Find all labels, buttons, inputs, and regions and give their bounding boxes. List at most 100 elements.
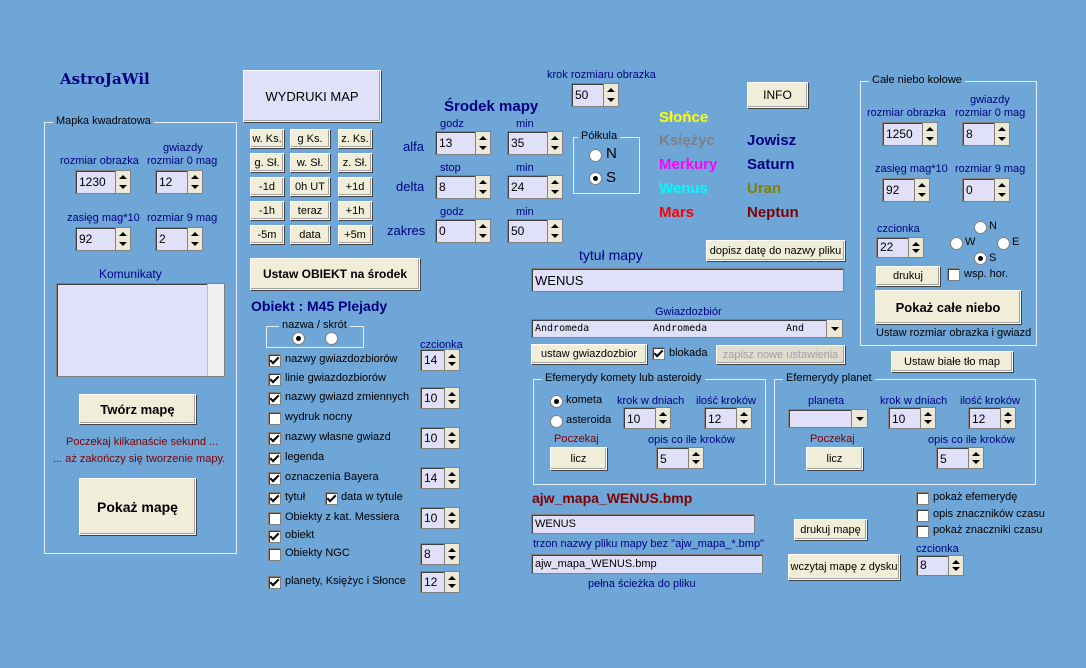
planet-count-spinner[interactable]: 12	[968, 407, 1016, 429]
option-checkbox-1[interactable]	[268, 354, 281, 367]
print-grid-button-13[interactable]: -5m	[250, 225, 284, 244]
print-grid-button-12[interactable]: +1h	[338, 201, 372, 220]
option-font-spinner-7[interactable]: 14	[420, 467, 460, 489]
option-font-spinner-5[interactable]: 10	[420, 427, 460, 449]
set-constellation-button[interactable]: ustaw gwiazdozbior	[531, 344, 647, 364]
option-checkbox-2[interactable]	[268, 373, 281, 386]
map-title-field[interactable]: WENUS	[531, 268, 844, 292]
print-grid-button-2[interactable]: g Ks.	[290, 129, 330, 148]
option-checkbox-6[interactable]	[268, 452, 281, 465]
sky-stars0-spinner[interactable]: 8	[962, 122, 1010, 146]
dir-s-radio[interactable]	[974, 252, 987, 265]
sky-stars9-spinner[interactable]: 0	[962, 178, 1010, 202]
zakres-godz-spinner[interactable]: 0	[435, 219, 491, 243]
planet-calc-button[interactable]: licz	[806, 447, 863, 470]
zakres-label: zakres	[387, 223, 426, 238]
center-object-button[interactable]: Ustaw OBIEKT na środek	[250, 258, 420, 290]
comet-step-spinner[interactable]: 10	[623, 407, 671, 429]
print-grid-button-14[interactable]: data	[290, 225, 330, 244]
option-font-spinner-1[interactable]: 14	[420, 349, 460, 371]
option-font-spinner-9[interactable]: 10	[420, 507, 460, 529]
sky-range-spinner[interactable]: 92	[882, 178, 930, 202]
range-spinner[interactable]: 92	[75, 227, 131, 251]
comet-radio[interactable]	[550, 395, 563, 408]
print-grid-button-11[interactable]: teraz	[290, 201, 330, 220]
size-spinner[interactable]: 1230	[75, 170, 131, 194]
path-field[interactable]: ajw_mapa_WENUS.bmp	[531, 554, 763, 574]
option-checkbox-8[interactable]	[268, 492, 281, 505]
name-radio[interactable]	[292, 332, 305, 345]
print-grid-button-15[interactable]: +5m	[338, 225, 372, 244]
option-checkbox-11[interactable]	[268, 548, 281, 561]
stars9-spinner[interactable]: 2	[155, 227, 203, 251]
print-grid-button-9[interactable]: +1d	[338, 177, 372, 196]
stars0-spinner[interactable]: 12	[155, 170, 203, 194]
dir-e-radio[interactable]	[997, 237, 1010, 250]
comet-count-spinner[interactable]: 12	[704, 407, 752, 429]
option-checkbox-5[interactable]	[268, 432, 281, 445]
step-size-spinner[interactable]: 50	[571, 83, 619, 107]
save-settings-button[interactable]: zapisz nowe ustawienia	[716, 345, 845, 364]
dir-w-radio[interactable]	[950, 237, 963, 250]
print-grid-button-1[interactable]: w. Ks.	[250, 129, 284, 148]
alfa-min-spinner[interactable]: 35	[507, 131, 563, 155]
option-font-spinner-12[interactable]: 12	[420, 571, 460, 593]
zakres-min-spinner[interactable]: 50	[507, 219, 563, 243]
create-map-button[interactable]: Twórz mapę	[79, 394, 196, 424]
messages-scrollbar[interactable]	[207, 284, 224, 376]
white-bg-button[interactable]: Ustaw białe tło map	[891, 351, 1013, 372]
print-grid-button-7[interactable]: -1d	[250, 177, 284, 196]
option-checkbox-12[interactable]	[268, 576, 281, 589]
print-grid-button-10[interactable]: -1h	[250, 201, 284, 220]
dir-n-radio[interactable]	[974, 221, 987, 234]
print-grid-button-8[interactable]: 0h UT	[290, 177, 330, 196]
chevron-down-icon[interactable]	[851, 410, 867, 427]
delta-stop-spinner[interactable]: 8	[435, 175, 491, 199]
sky-size-spinner[interactable]: 1250	[882, 122, 938, 146]
trunk-field[interactable]: WENUS	[531, 514, 755, 534]
messages-box[interactable]	[56, 283, 225, 377]
planet-label-9: Mars	[659, 204, 695, 221]
delta-min-spinner[interactable]: 24	[507, 175, 563, 199]
planet-step-spinner[interactable]: 10	[888, 407, 936, 429]
option-checkbox-7[interactable]	[268, 472, 281, 485]
show-map-button[interactable]: Pokaż mapę	[79, 478, 196, 535]
option-font-spinner-3[interactable]: 10	[420, 387, 460, 409]
time-marks-checkbox[interactable]	[916, 525, 929, 538]
right-font-spinner[interactable]: 8	[916, 555, 964, 576]
comet-desc-spinner[interactable]: 5	[656, 447, 704, 469]
print-map-button[interactable]: drukuj mapę	[794, 519, 867, 540]
add-date-button[interactable]: dopisz datę do nazwy pliku	[706, 240, 845, 261]
chevron-down-icon[interactable]	[826, 320, 842, 337]
option-checkbox-10[interactable]	[268, 530, 281, 543]
abbrev-radio[interactable]	[325, 332, 338, 345]
horizontal-coord-checkbox[interactable]	[947, 268, 960, 281]
print-grid-button-3[interactable]: z. Ks.	[338, 129, 372, 148]
constellation-select[interactable]: Andromeda Andromeda And	[531, 319, 843, 338]
lock-checkbox[interactable]	[652, 347, 665, 360]
date-in-title-checkbox[interactable]	[325, 492, 338, 505]
planet-select[interactable]	[788, 409, 868, 428]
load-map-button[interactable]: wczytaj mapę z dysku	[788, 554, 900, 580]
option-checkbox-4[interactable]	[268, 412, 281, 425]
hemisphere-n-radio[interactable]	[589, 149, 602, 162]
prints-button[interactable]: WYDRUKI MAP	[243, 70, 381, 122]
option-checkbox-3[interactable]	[268, 392, 281, 405]
print-grid-button-5[interactable]: w. Sł.	[290, 153, 330, 172]
comet-calc-button[interactable]: licz	[550, 447, 607, 470]
planet-desc-spinner[interactable]: 5	[936, 447, 984, 469]
sky-font-spinner[interactable]: 22	[876, 237, 924, 258]
option-font-spinner-11[interactable]: 8	[420, 543, 460, 565]
show-whole-sky-button[interactable]: Pokaż całe niebo	[875, 290, 1021, 324]
delta-stop-label: stop	[440, 162, 461, 174]
option-checkbox-9[interactable]	[268, 512, 281, 525]
print-grid-button-6[interactable]: z. Sł.	[338, 153, 372, 172]
asteroid-radio[interactable]	[550, 415, 563, 428]
sky-print-button[interactable]: drukuj	[876, 266, 940, 286]
alfa-godz-spinner[interactable]: 13	[435, 131, 491, 155]
print-grid-button-4[interactable]: g. Sł.	[250, 153, 284, 172]
hemisphere-s-radio[interactable]	[589, 172, 602, 185]
info-button[interactable]: INFO	[747, 82, 808, 108]
show-eph-checkbox[interactable]	[916, 492, 929, 505]
time-desc-checkbox[interactable]	[916, 509, 929, 522]
